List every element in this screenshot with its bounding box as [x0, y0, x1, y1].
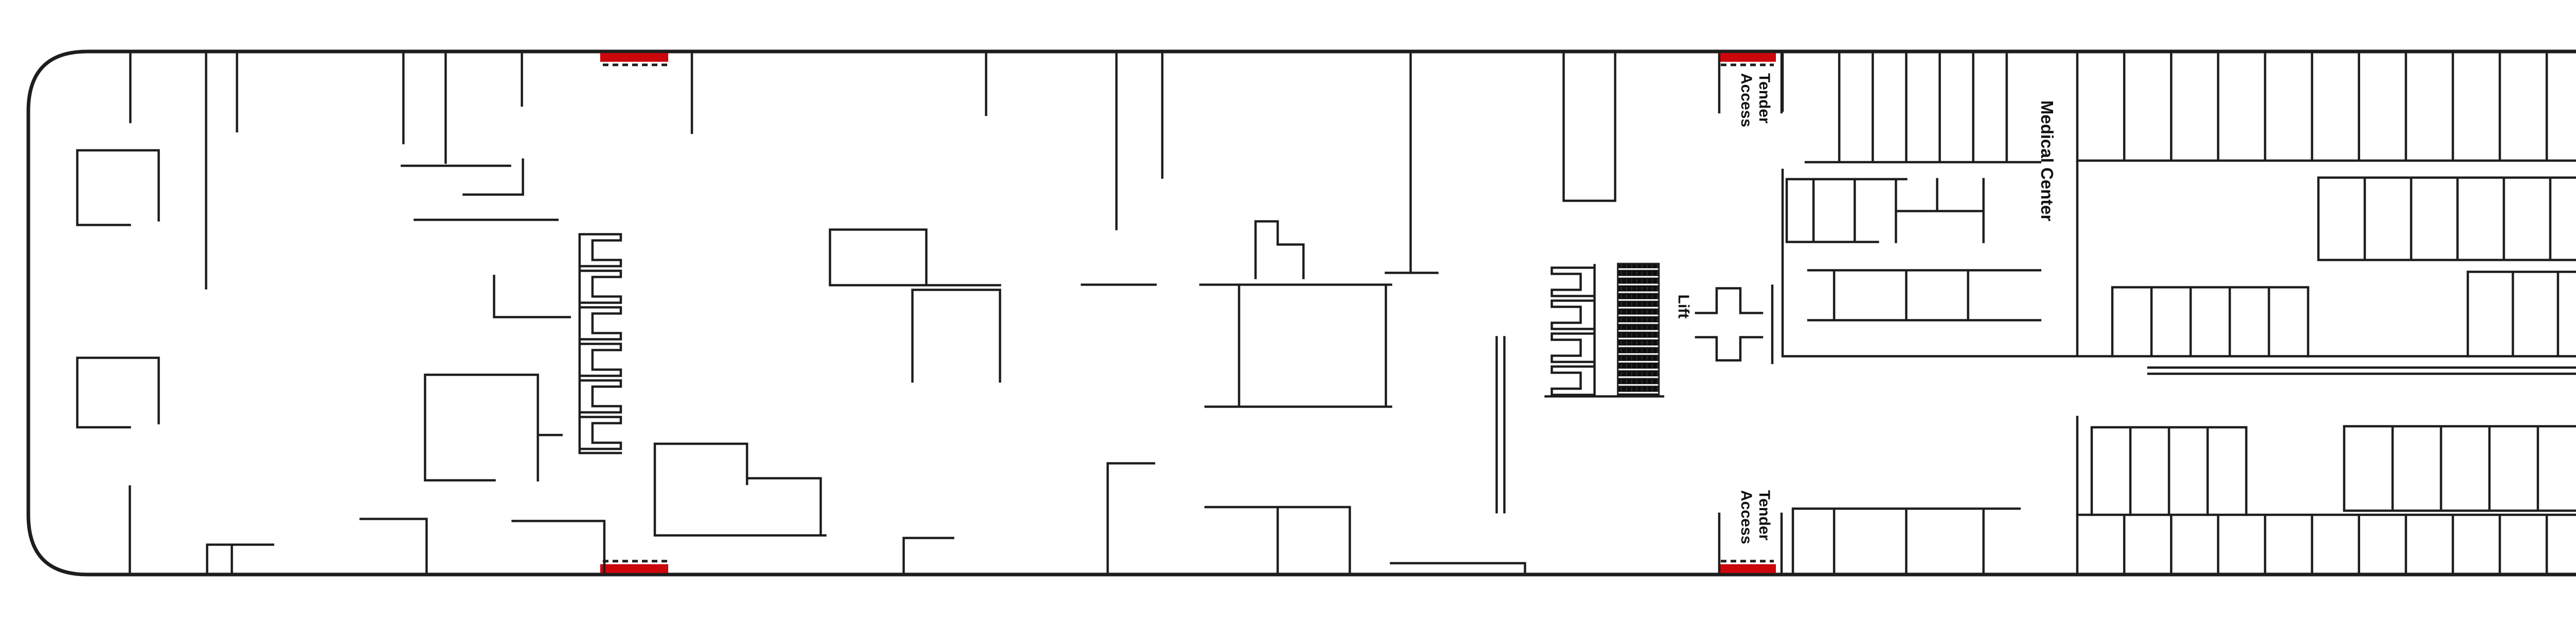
cabin-row-mid-left	[2111, 286, 2310, 358]
walls-stern	[76, 50, 606, 576]
tender-access-label-mid-top-line1: Tender	[1756, 73, 1773, 124]
cabin-block-corridors	[2147, 355, 2576, 375]
tender-access-marker-aft-top	[600, 53, 668, 66]
stair-comb-mid	[1544, 264, 1665, 398]
cabin-row-lower	[2343, 425, 2576, 512]
hull-outline	[26, 49, 2576, 577]
medical-top-cells	[1804, 50, 2042, 164]
tender-access-label-mid-bottom-line1: Tender	[1756, 490, 1773, 541]
lift-station-mid: Lift	[1544, 50, 1783, 576]
tender-access-marker-aft-bottom	[600, 560, 668, 573]
cabin-row-mid-right	[2466, 270, 2576, 358]
cabin-row-second	[2317, 176, 2576, 262]
cabin-cluster-bottom-left	[2090, 426, 2248, 516]
tender-access-marker-mid-bottom	[1718, 560, 1776, 573]
tender-access-label-mid-bottom-line2: Access	[1738, 490, 1755, 544]
cabin-row-top	[2076, 50, 2576, 162]
medical-room-walls	[1781, 50, 2114, 576]
stair-comb-aft	[578, 233, 622, 455]
walls-aft-service	[653, 50, 1617, 576]
medical-center-area: Medical Center	[1781, 50, 2114, 576]
lift-label-mid: Lift	[1675, 294, 1692, 319]
tender-access-marker-mid-top	[1718, 53, 1776, 66]
lift-shaft-mid	[1617, 263, 1660, 396]
tender-access-label-mid-top-line2: Access	[1738, 73, 1755, 127]
crew-cabin-block	[2076, 50, 2576, 576]
cabin-row-bottom	[2076, 513, 2576, 576]
medical-center-label: Medical Center	[2038, 100, 2057, 221]
